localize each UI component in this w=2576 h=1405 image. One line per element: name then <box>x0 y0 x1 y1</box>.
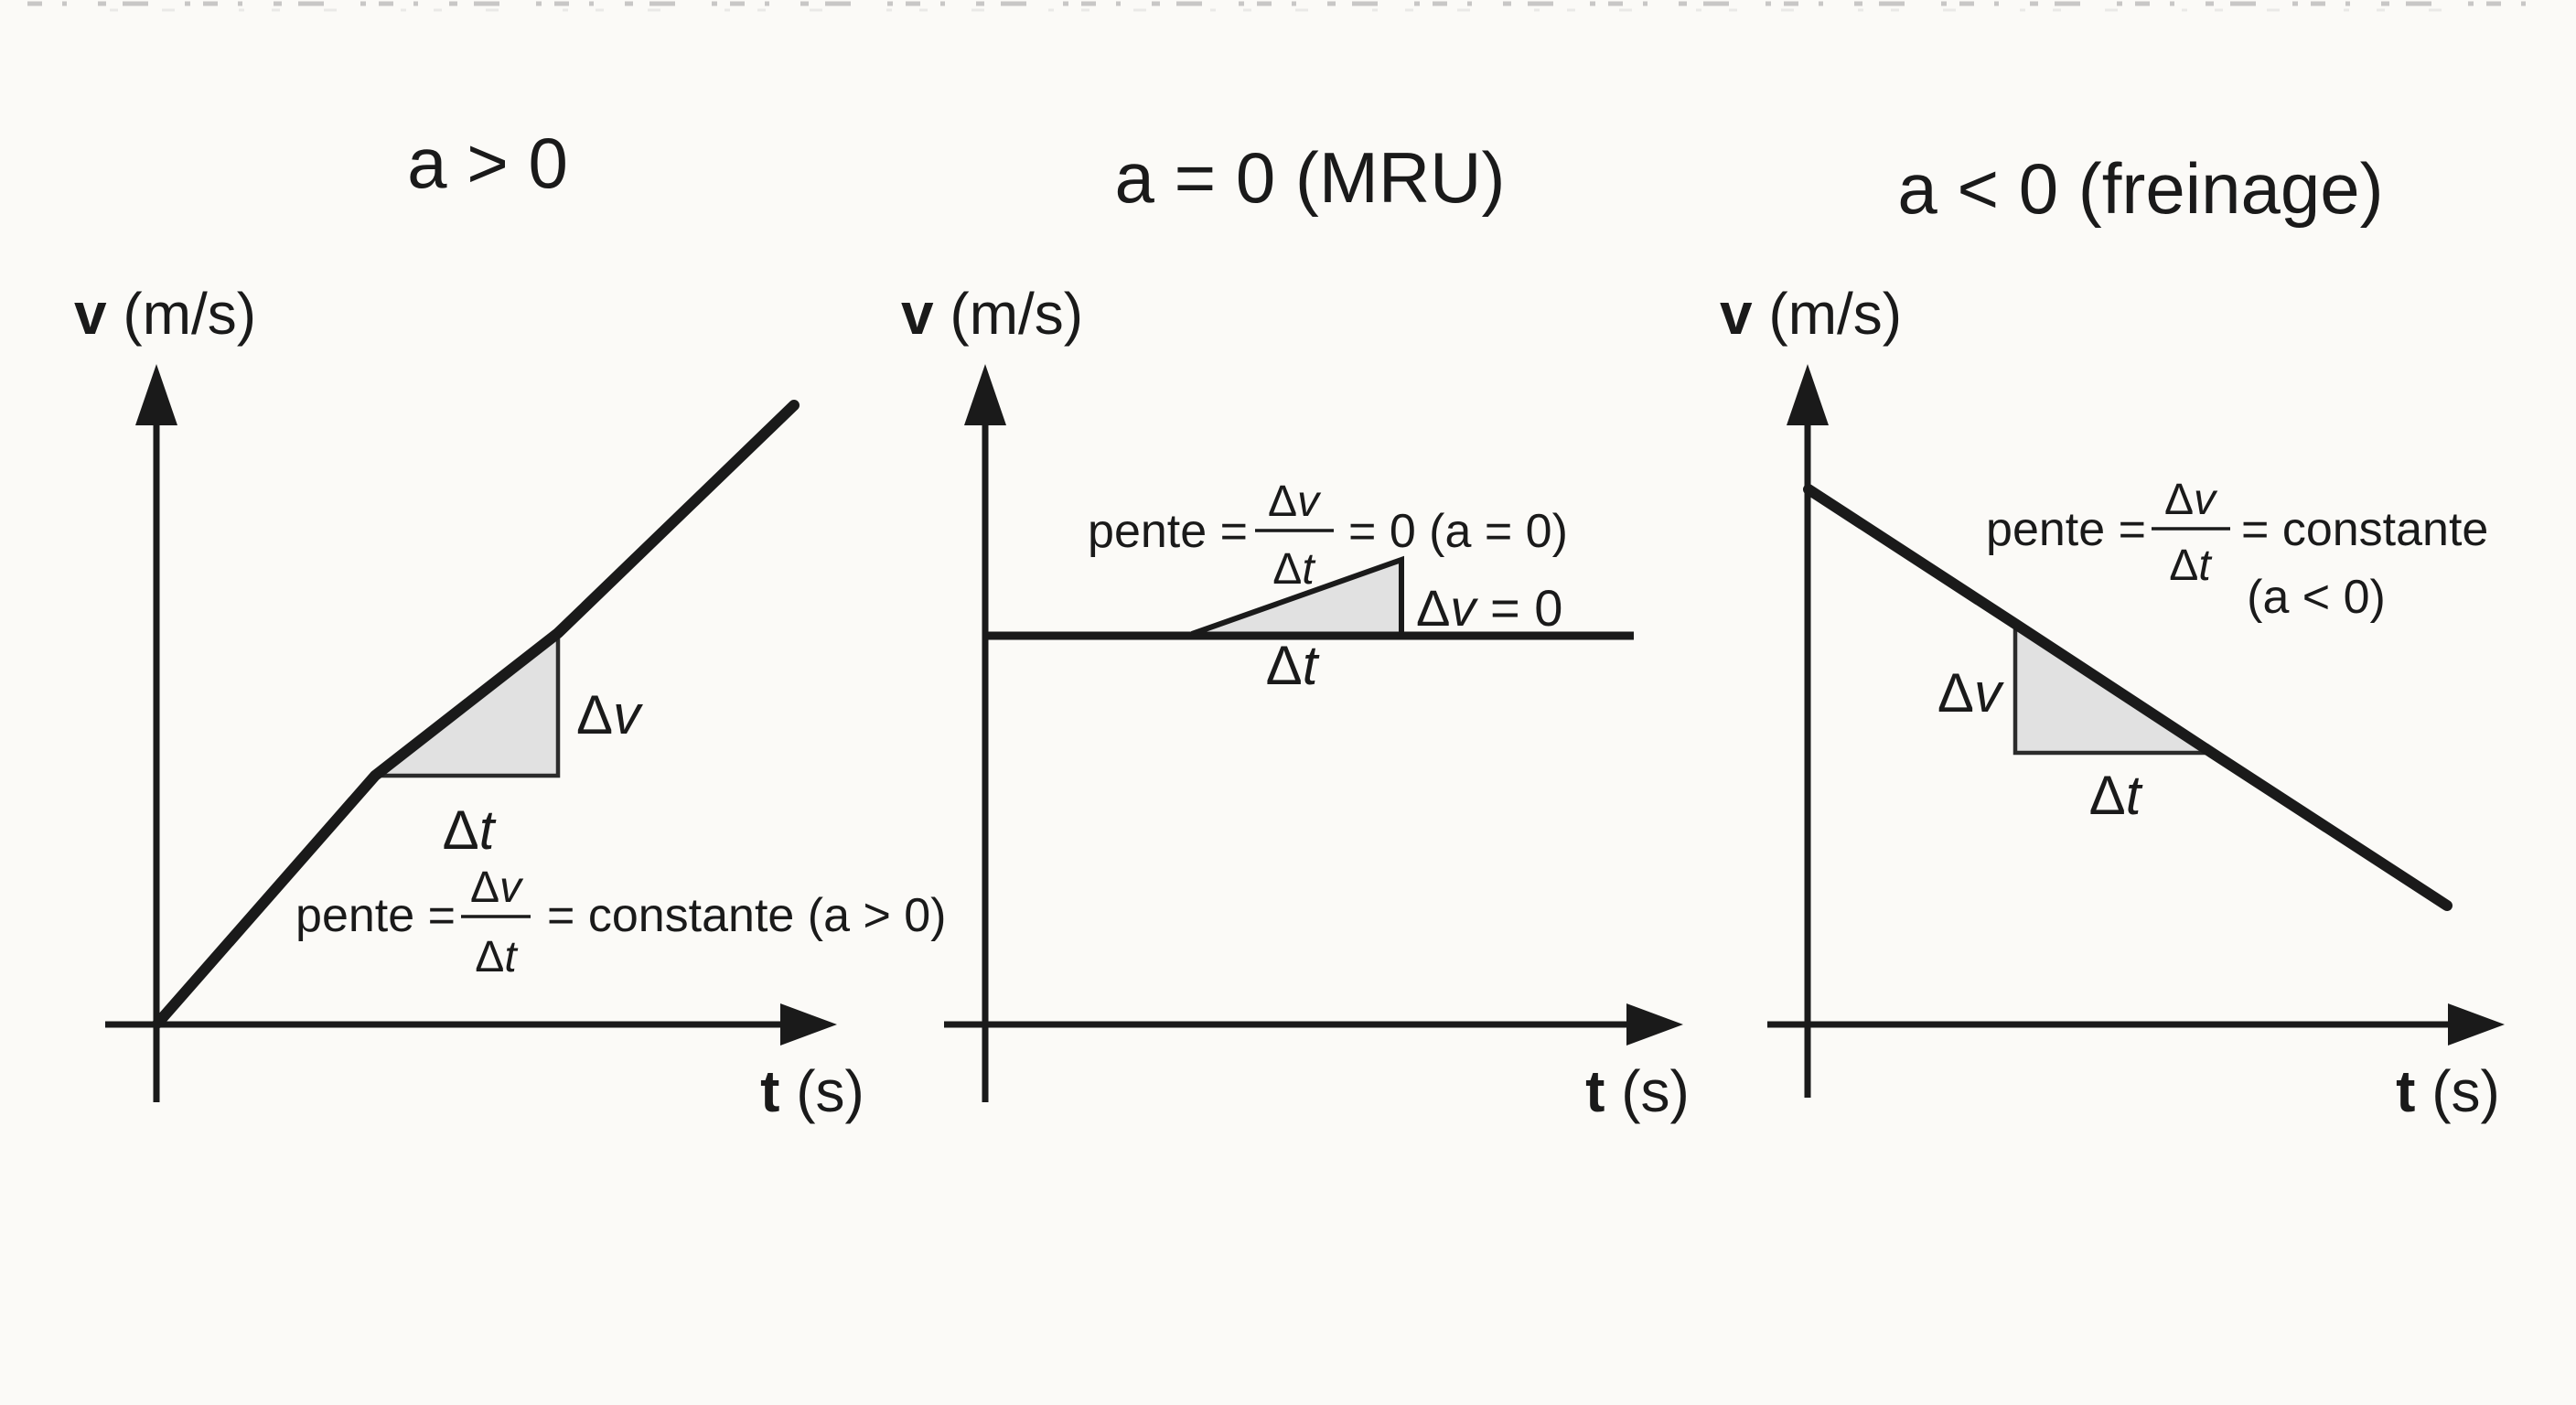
slope-triangle-edges <box>2012 624 2212 756</box>
y-axis-label: v (m/s) <box>901 281 1083 347</box>
formula-denominator: Δt <box>1272 545 1315 594</box>
delta-v-label: Δv <box>576 684 643 745</box>
velocity-curve-increasing <box>153 400 800 1028</box>
y-axis-arrow <box>135 364 177 425</box>
x-axis-label: t (s) <box>1585 1058 1690 1124</box>
slope-formula: pente = Δv Δt = constante (a < 0) <box>1986 476 2488 624</box>
formula-numerator: Δv <box>2164 476 2218 524</box>
formula-numerator: Δv <box>470 863 524 912</box>
formula-lhs: pente = <box>1986 503 2146 556</box>
panel-title: a = 0 (MRU) <box>1115 137 1506 218</box>
delta-v-zero-label: Δv = 0 <box>1416 579 1562 637</box>
formula-numerator: Δv <box>1268 477 1322 526</box>
delta-t-label: Δt <box>443 799 497 861</box>
y-axis-arrow <box>964 364 1006 425</box>
formula-lhs: pente = <box>1088 505 1248 558</box>
x-axis-label: t (s) <box>2396 1058 2500 1124</box>
delta-t-label: Δt <box>1266 635 1320 696</box>
x-axis-arrow <box>780 1003 837 1046</box>
formula-denominator: Δt <box>2169 542 2212 590</box>
panel-title: a < 0 (freinage) <box>1897 148 2383 229</box>
panel-a-positive: a > 0 v (m/s) t (s) Δv Δt pente = Δv Δt … <box>74 123 947 1124</box>
x-axis-label: t (s) <box>760 1058 864 1124</box>
formula-line2: (a < 0) <box>2247 571 2386 624</box>
y-axis-arrow <box>1787 364 1829 425</box>
x-axis-arrow <box>2448 1003 2505 1046</box>
y-axis-label: v (m/s) <box>74 281 256 347</box>
formula-denominator: Δt <box>475 933 518 981</box>
slope-formula: pente = Δv Δt = constante (a > 0) <box>295 863 946 981</box>
top-scan-artifacts <box>27 1 2552 12</box>
slope-triangle-edges <box>375 633 561 778</box>
slope-formula: pente = Δv Δt = 0 (a = 0) <box>1088 477 1568 594</box>
delta-t-label: Δt <box>2089 765 2143 826</box>
formula-rhs: = constante <box>2241 503 2488 556</box>
delta-v-label: Δv <box>1937 662 2004 724</box>
formula-rhs: = 0 (a = 0) <box>1348 505 1568 558</box>
x-axis-arrow <box>1626 1003 1683 1046</box>
panel-a-zero: a = 0 (MRU) v (m/s) t (s) Δt Δv = 0 pent… <box>901 137 1690 1124</box>
formula-rhs: = constante (a > 0) <box>547 889 947 942</box>
panel-a-negative: a < 0 (freinage) v (m/s) t (s) Δv Δt pen… <box>1720 148 2505 1124</box>
y-axis-label: v (m/s) <box>1720 281 1902 347</box>
panel-title: a > 0 <box>407 123 568 203</box>
slope-triangle-edges <box>1190 555 1404 637</box>
velocity-curve-decreasing <box>1803 484 2453 911</box>
formula-lhs: pente = <box>295 889 456 942</box>
